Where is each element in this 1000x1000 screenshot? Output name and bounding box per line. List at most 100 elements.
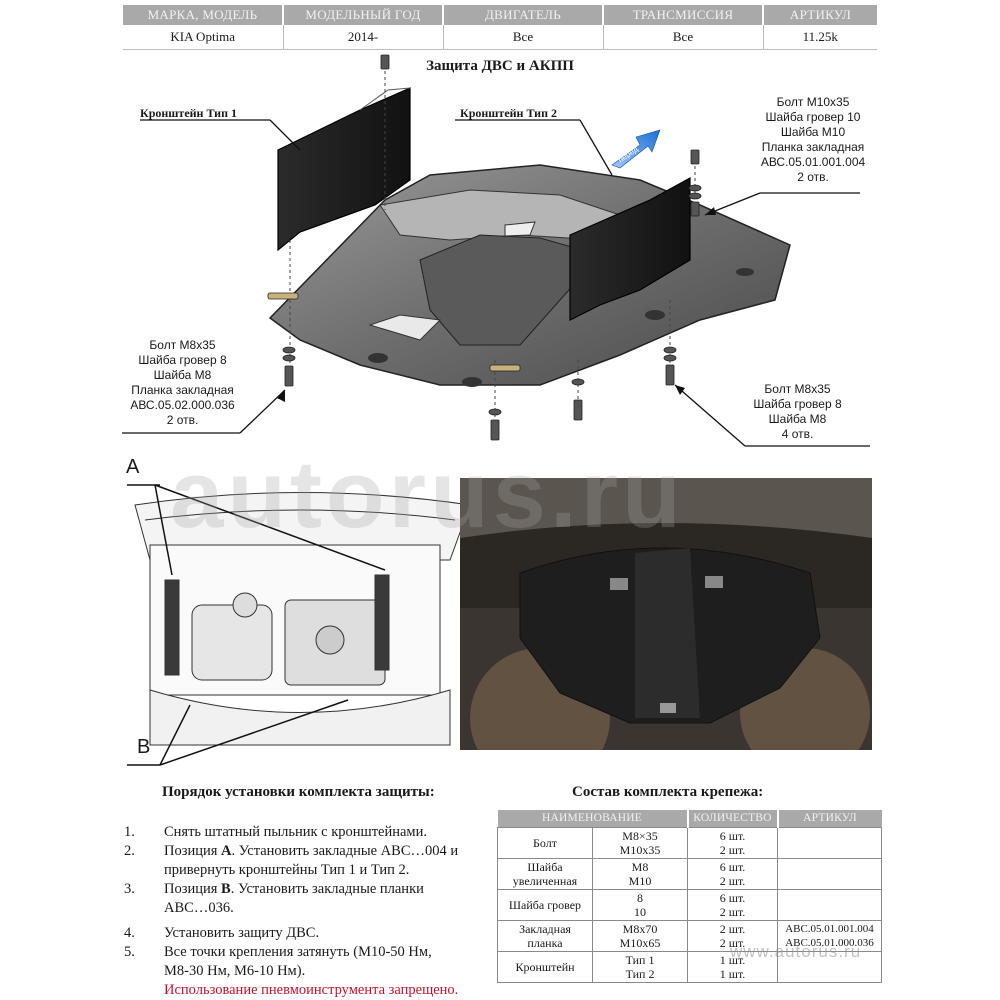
callout-bl-line: Шайба М8 [153, 368, 212, 382]
fastener-qty-line: 6 шт. [719, 890, 746, 905]
position-b: B [221, 881, 231, 897]
fasteners-header-row: НАИМЕНОВАНИЕ КОЛИЧЕСТВО АРТИКУЛ [497, 810, 882, 827]
fastener-name-line: Шайба [527, 859, 563, 874]
value-model-year: 2014- [282, 25, 443, 50]
fastener-qty-line: 2 шт. [719, 904, 746, 919]
step-number: 5. [124, 944, 135, 960]
callout-br-line: 4 отв. [781, 427, 814, 441]
fastener-cell-art [777, 888, 882, 921]
col-brand-model: МАРКА, МОДЕЛЬ [123, 5, 283, 25]
step-text: привернуть кронштейны Тип 1 и Тип 2. [164, 862, 410, 878]
fastener-icons [267, 54, 702, 441]
fastener-name-line: Болт [533, 835, 557, 850]
install-step: 2. Позиция A. Установить закладные АВС…0… [124, 842, 494, 880]
step-number: 3. [124, 881, 135, 897]
fastener-qty-line: 6 шт. [719, 859, 746, 874]
bracket-type-1 [277, 87, 411, 252]
col-engine: ДВИГАТЕЛЬ [442, 5, 603, 25]
fastener-sizes-line: Тип 1 [625, 952, 655, 967]
callout-leaders [122, 119, 870, 447]
fastener-cell-art [777, 950, 882, 983]
value-brand-model: KIA Optima [123, 25, 283, 50]
callout-br-line: Шайба М8 [768, 412, 827, 426]
fastener-sizes-line: М10х65 [619, 935, 661, 950]
position-a: A [221, 843, 232, 859]
step-number: 4. [124, 925, 135, 941]
fastener-sizes-line: М10х35 [619, 842, 661, 857]
fasteners-table: НАИМЕНОВАНИЕ КОЛИЧЕСТВО АРТИКУЛ Болт М8×3… [497, 810, 882, 983]
installed-photo [460, 478, 872, 750]
install-step: 1. Снять штатный пыльник с кронштейнами. [124, 823, 494, 842]
callout-tr-line: АВС.05.01.001.004 [760, 155, 866, 169]
fastener-cell-qty: 2 шт.2 шт. [687, 919, 778, 952]
fastener-art-line: АВС.05.01.001.004 [785, 922, 874, 935]
callout-bl-line: АВС.05.02.000.036 [130, 398, 235, 412]
install-step: 4. Установить защиту ДВС. [124, 924, 494, 943]
callout-top-right: Болт М10х35 Шайба гровер 10 Шайба М10 Пл… [758, 95, 868, 185]
locator-label-b: B [137, 736, 151, 758]
fastener-qty-line: 1 шт. [719, 952, 746, 967]
locator-label-a: A [126, 456, 140, 478]
callout-bl-line: Планка закладная [131, 383, 234, 397]
step-text: Позиция [164, 881, 222, 897]
fastener-name-line: увеличенная [512, 873, 578, 888]
fastener-qty-line: 6 шт. [719, 828, 746, 843]
step-text: . Установить закладные планки [230, 881, 424, 897]
fastener-sizes-line: М8х70 [622, 921, 658, 936]
value-transmission: Все [602, 25, 763, 50]
value-article: 11.25k [762, 25, 877, 50]
install-title: Порядок установки комплекта защиты: [162, 784, 435, 800]
value-engine: Все [442, 25, 603, 50]
step-text: Установить защиту ДВС. [164, 925, 320, 941]
callout-bl-line: Болт М8х35 [149, 338, 216, 352]
callout-bl-line: 2 отв. [166, 413, 199, 427]
diagram-title: Защита ДВС и АКПП [426, 58, 574, 74]
pneumatic-tool-warning: Использование пневмоинструмента запрещен… [164, 982, 459, 998]
col-article: АРТИКУЛ [762, 5, 877, 25]
fastener-qty-line: 2 шт. [719, 921, 746, 936]
spec-table: МАРКА, МОДЕЛЬ МОДЕЛЬНЫЙ ГОД ДВИГАТЕЛЬ ТР… [123, 5, 877, 50]
callout-tr-line: Шайба М10 [780, 125, 846, 139]
step-text: АВС…036. [164, 900, 234, 916]
fastener-cell-qty: 6 шт.2 шт. [687, 857, 778, 890]
callout-tr-line: Болт М10х35 [776, 95, 850, 109]
fastener-qty-line: 1 шт. [719, 966, 746, 981]
fasteners-title: Состав комплекта крепежа: [572, 784, 764, 800]
fastener-sizes-line: М8 [631, 859, 649, 874]
callout-tr-line: Шайба гровер 10 [765, 110, 861, 124]
col-article: АРТИКУЛ [776, 810, 882, 827]
fastener-name-line: Кронштейн [515, 959, 575, 974]
fastener-qty-line: 2 шт. [719, 935, 746, 950]
step-text: М8-30 Нм, М6-10 Нм). [164, 963, 306, 979]
callout-tr-line: 2 отв. [797, 170, 829, 184]
callout-br-line: Болт М8х35 [764, 382, 831, 396]
locator-pointers [127, 484, 386, 766]
callout-bottom-right: Болт М8х35 Шайба гровер 8 Шайба М8 4 отв… [745, 382, 850, 442]
install-step: 5. Все точки крепления затянуть (М10-50 … [124, 943, 494, 1000]
watermark-big: autorus.ru [170, 441, 685, 548]
fastener-qty-line: 2 шт. [719, 873, 746, 888]
col-quantity: КОЛИЧЕСТВО [686, 810, 778, 827]
install-step: 3. Позиция B. Установить закладные планк… [124, 880, 494, 918]
fastener-sizes-line: Тип 2 [625, 966, 655, 981]
fastener-sizes-line: М10 [628, 873, 652, 888]
callout-bottom-left: Болт М8х35 Шайба гровер 8 Шайба М8 Планк… [125, 338, 240, 428]
fastener-cell-qty: 1 шт.1 шт. [687, 950, 778, 983]
fastener-cell-art [777, 857, 882, 890]
fastener-cell-qty: 6 шт.2 шт. [687, 888, 778, 921]
fastener-cell-art [777, 826, 882, 859]
label-bracket-type-1: Кронштейн Тип 1 [140, 106, 238, 120]
fastener-name-line: Шайба гровер [508, 897, 582, 912]
